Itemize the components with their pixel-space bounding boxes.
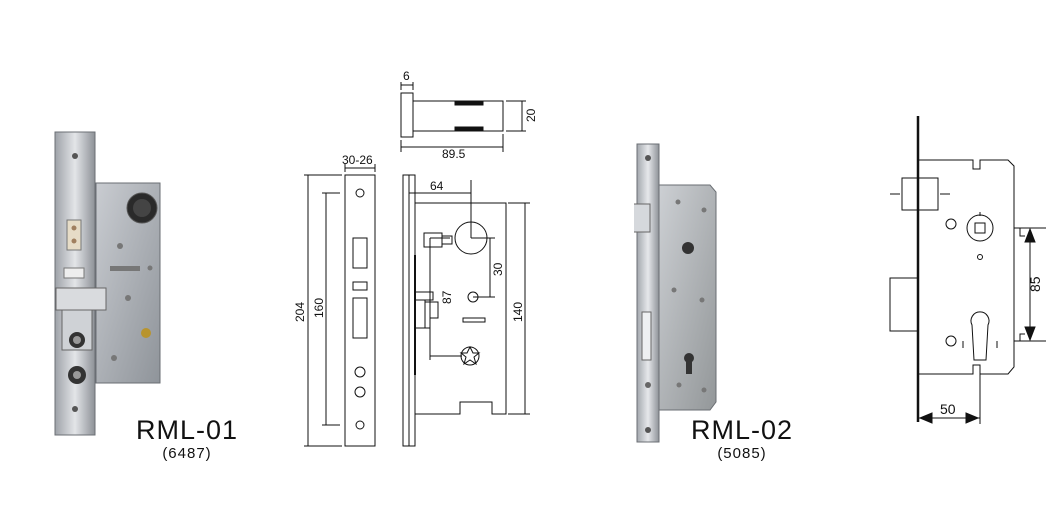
dim-bolt-thickness: 6	[403, 69, 410, 83]
dim-faceplate-width: 30-26	[342, 153, 373, 167]
model-code: (6487)	[162, 445, 212, 462]
rml02-lock-photo	[634, 143, 717, 443]
dim-hole-spacing: 160	[312, 298, 326, 318]
model-code: (5085)	[717, 445, 767, 462]
bolt-top-view	[400, 82, 526, 152]
dim-backset-50: 50	[940, 401, 956, 417]
dim-backset: 64	[430, 179, 444, 193]
rml01-caption: RML-01 (6487)	[124, 415, 250, 463]
dim-body-height: 140	[511, 302, 525, 322]
faceplate-front-view	[304, 164, 376, 447]
dim-cylinder-offset: 87	[440, 290, 454, 304]
dim-faceplate-length: 204	[293, 302, 307, 322]
lock-body-outline	[889, 116, 1046, 424]
model-name: RML-02	[690, 415, 794, 445]
model-name: RML-01	[135, 415, 239, 445]
lock-body-side-view	[402, 174, 530, 447]
rml01-technical-drawing: 6 20 89.5 30-26 204 160	[293, 69, 538, 447]
rml02-technical-drawing: 85 50	[889, 116, 1046, 424]
rml02-caption: RML-02 (5085)	[678, 415, 806, 463]
dim-bolt-height: 20	[524, 108, 538, 122]
dim-center-distance: 85	[1027, 276, 1043, 292]
dim-bolt-length: 89.5	[442, 147, 466, 161]
dim-hub-offset: 30	[491, 262, 505, 276]
rml01-lock-photo	[54, 131, 161, 436]
